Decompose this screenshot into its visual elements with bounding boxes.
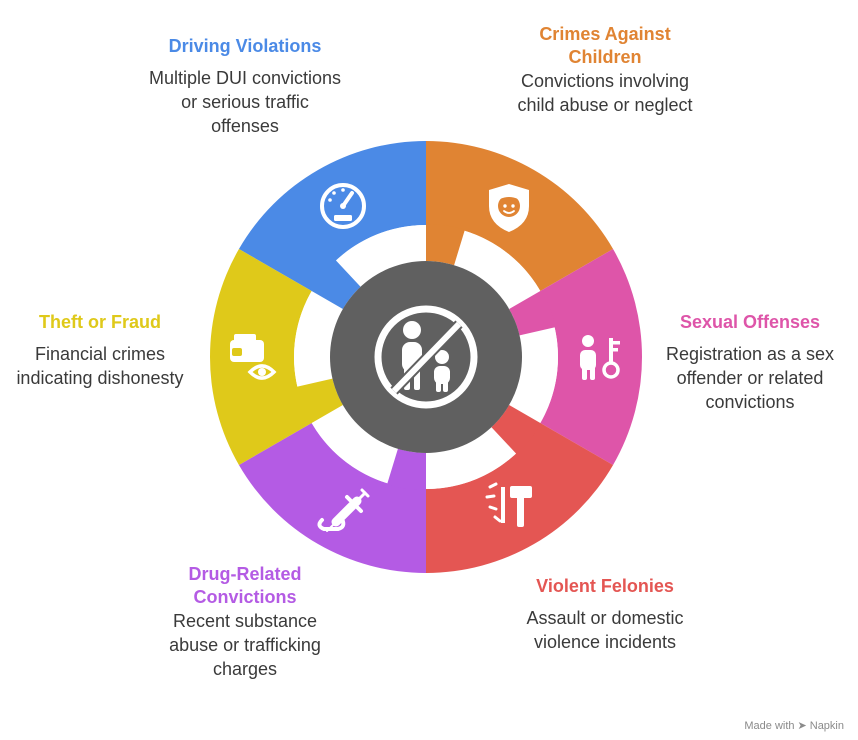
syringe-icon: [317, 488, 370, 532]
tab-driving-violations: [310, 259, 361, 309]
child-shield-icon: [489, 184, 529, 232]
no-children-icon: [374, 305, 478, 409]
label-description: Registration as a sex offender or relate…: [665, 344, 835, 412]
label-description: Financial crimes indicating dishonesty: [16, 344, 184, 388]
tab-violent-felonies: [491, 405, 542, 455]
segment-driving-violations: [238, 141, 426, 291]
hammer-impact-icon: [485, 482, 532, 527]
napkin-logo-icon: ➤: [797, 720, 807, 732]
label-driving-violations: Driving Violations Multiple DUI convicti…: [145, 35, 345, 138]
label-title: Drug-Related Convictions: [188, 564, 302, 607]
label-violent-felonies: Violent Felonies Assault or domestic vio…: [505, 575, 705, 654]
label-drug-related-convictions: Drug-Related Convictions Recent substanc…: [150, 563, 340, 681]
label-title: Theft or Fraud: [39, 312, 161, 332]
tab-crimes-against-children: [426, 224, 465, 266]
label-title: Crimes Against Children: [539, 24, 671, 67]
tab-sexual-offenses: [509, 290, 556, 336]
label-theft-or-fraud: Theft or Fraud Financial crimes indicati…: [15, 311, 185, 390]
label-title: Violent Felonies: [536, 576, 674, 596]
label-crimes-against-children: Crimes Against Children Convictions invo…: [510, 23, 700, 117]
footer-brand: Napkin: [809, 720, 844, 732]
label-sexual-offenses: Sexual Offenses Registration as a sex of…: [655, 311, 845, 414]
tab-theft-or-fraud: [296, 378, 343, 424]
footer-prefix: Made with: [744, 720, 795, 732]
label-title: Driving Violations: [168, 36, 322, 56]
label-description: Assault or domestic violence incidents: [526, 608, 684, 652]
label-title: Sexual Offenses: [679, 312, 821, 332]
wallet-eye-icon: [230, 334, 277, 380]
tab-drug-related-convictions: [387, 448, 426, 490]
label-description: Multiple DUI convictions or serious traf…: [148, 68, 342, 136]
label-description: Convictions involving child abuse or neg…: [517, 71, 693, 115]
footer-credit: Made with➤Napkin: [744, 719, 844, 732]
person-key-icon: [580, 335, 620, 380]
speedometer-icon: [320, 183, 366, 229]
label-description: Recent substance abuse or trafficking ch…: [169, 611, 321, 679]
segment-drug-related-convictions: [238, 423, 426, 573]
